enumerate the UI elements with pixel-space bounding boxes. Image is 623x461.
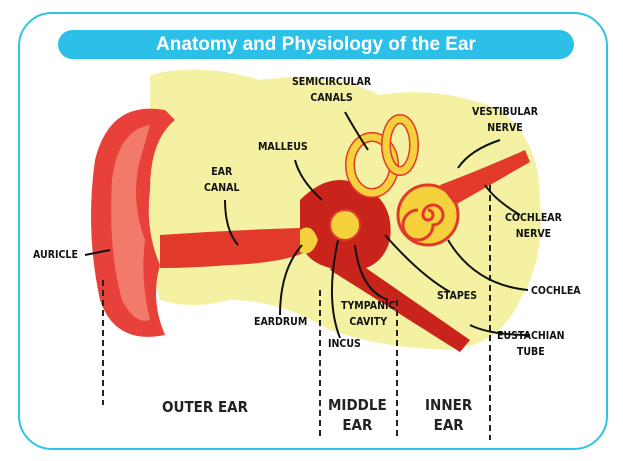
auricle-inner	[111, 125, 150, 321]
section-dividers	[102, 185, 491, 440]
label-eustachian-tube: EUSTACHIAN TUBE	[497, 328, 565, 360]
label-line: TUBE	[516, 346, 545, 358]
label-arrows	[84, 111, 531, 339]
section-inner-ear: INNER EAR	[425, 395, 472, 435]
label-line: NERVE	[515, 228, 552, 240]
ear-canal-shape	[160, 228, 315, 268]
label-line: SEMICIRCULAR	[292, 76, 372, 88]
section-line: INNER	[425, 396, 473, 414]
section-middle-ear: MIDDLE EAR	[328, 395, 387, 435]
label-semicircular-canals: SEMICIRCULAR CANALS	[292, 74, 371, 106]
section-line: EAR	[433, 416, 464, 434]
eardrum-shape	[300, 227, 318, 254]
label-eardrum: EARDRUM	[254, 316, 308, 328]
label-cochlear-nerve: COCHLEAR NERVE	[505, 210, 562, 242]
label-line: NERVE	[487, 122, 523, 134]
cochlea-shape	[396, 183, 460, 247]
ossicles-shape	[329, 209, 361, 241]
cochlea-spiral	[401, 203, 445, 242]
label-stapes: STAPES	[437, 290, 478, 302]
diagram-title: Anatomy and Physiology of the Ear	[58, 30, 574, 59]
nerve-shape	[440, 150, 530, 205]
label-ear-canal: EAR CANAL	[204, 164, 239, 196]
label-auricle: AURICLE	[33, 249, 78, 261]
label-line: CANALS	[310, 92, 353, 104]
label-vestibular-nerve: VESTIBULAR NERVE	[472, 104, 538, 136]
diagram-frame	[18, 12, 608, 450]
section-line: EAR	[342, 416, 373, 434]
label-tympanic-cavity: TYMPANIC CAVITY	[341, 298, 395, 330]
eustachian-tube-shape	[330, 250, 470, 352]
label-cochlea: COCHLEA	[531, 285, 581, 297]
section-line: MIDDLE	[328, 396, 387, 414]
label-line: CAVITY	[349, 316, 388, 328]
label-line: COCHLEAR	[505, 212, 562, 224]
label-line: TYMPANIC	[341, 300, 396, 312]
semicircular-canals-shape	[345, 114, 419, 198]
label-line: EUSTACHIAN	[497, 330, 565, 342]
label-line: EAR	[211, 166, 233, 178]
label-incus: INCUS	[328, 338, 361, 350]
label-malleus: MALLEUS	[258, 141, 308, 153]
label-line: VESTIBULAR	[472, 106, 539, 118]
label-line: CANAL	[204, 182, 240, 194]
section-outer-ear: OUTER EAR	[162, 398, 249, 416]
